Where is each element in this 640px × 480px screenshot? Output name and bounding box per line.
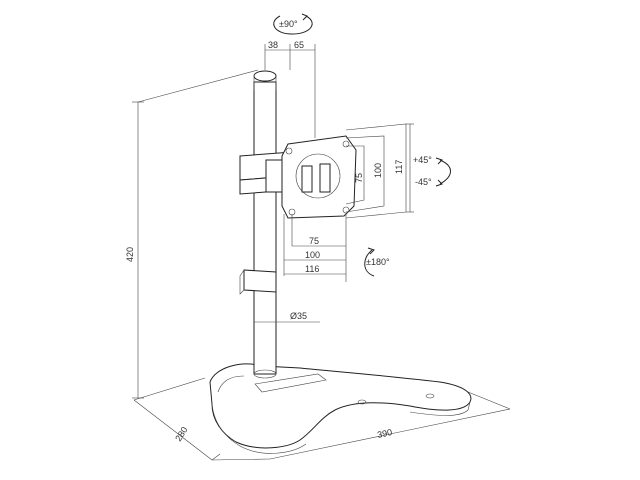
vesa-height-100-label: 100 [373,163,383,178]
tilt-down-label: -45° [415,177,432,187]
swivel-label: ±180° [366,257,390,267]
cable-clip [239,269,277,295]
width-dimension-lines [269,391,511,460]
tilt-arrow-icon [435,157,451,187]
width-label: 390 [376,427,393,440]
stand-pole [253,70,277,379]
vesa-height-117-label: 117 [394,160,404,174]
height-label: 420 [125,247,135,262]
offset-b-label: 65 [294,40,304,50]
rotation-top-arrow-icon [273,13,313,35]
pole-diameter-label: Ø35 [290,311,307,321]
offset-dimension-lines [264,44,316,138]
vesa-plate [281,135,357,219]
depth-dimension-lines [133,377,271,461]
vesa-width-lines [283,214,347,282]
tilt-up-label: +45° [413,155,432,165]
height-dimension-lines [132,69,259,399]
vesa-width-75-label: 75 [309,236,319,246]
depth-label: 280 [173,425,189,443]
vesa-height-75-label: 75 [354,173,364,183]
swivel-arrow-icon [364,247,375,277]
rotation-top-label: ±90° [279,19,298,29]
vesa-width-116-label: 116 [305,264,319,274]
stand-base [209,363,472,454]
vesa-width-100-label: 100 [305,250,320,260]
offset-a-label: 38 [268,40,278,50]
vesa-frames [345,123,414,219]
